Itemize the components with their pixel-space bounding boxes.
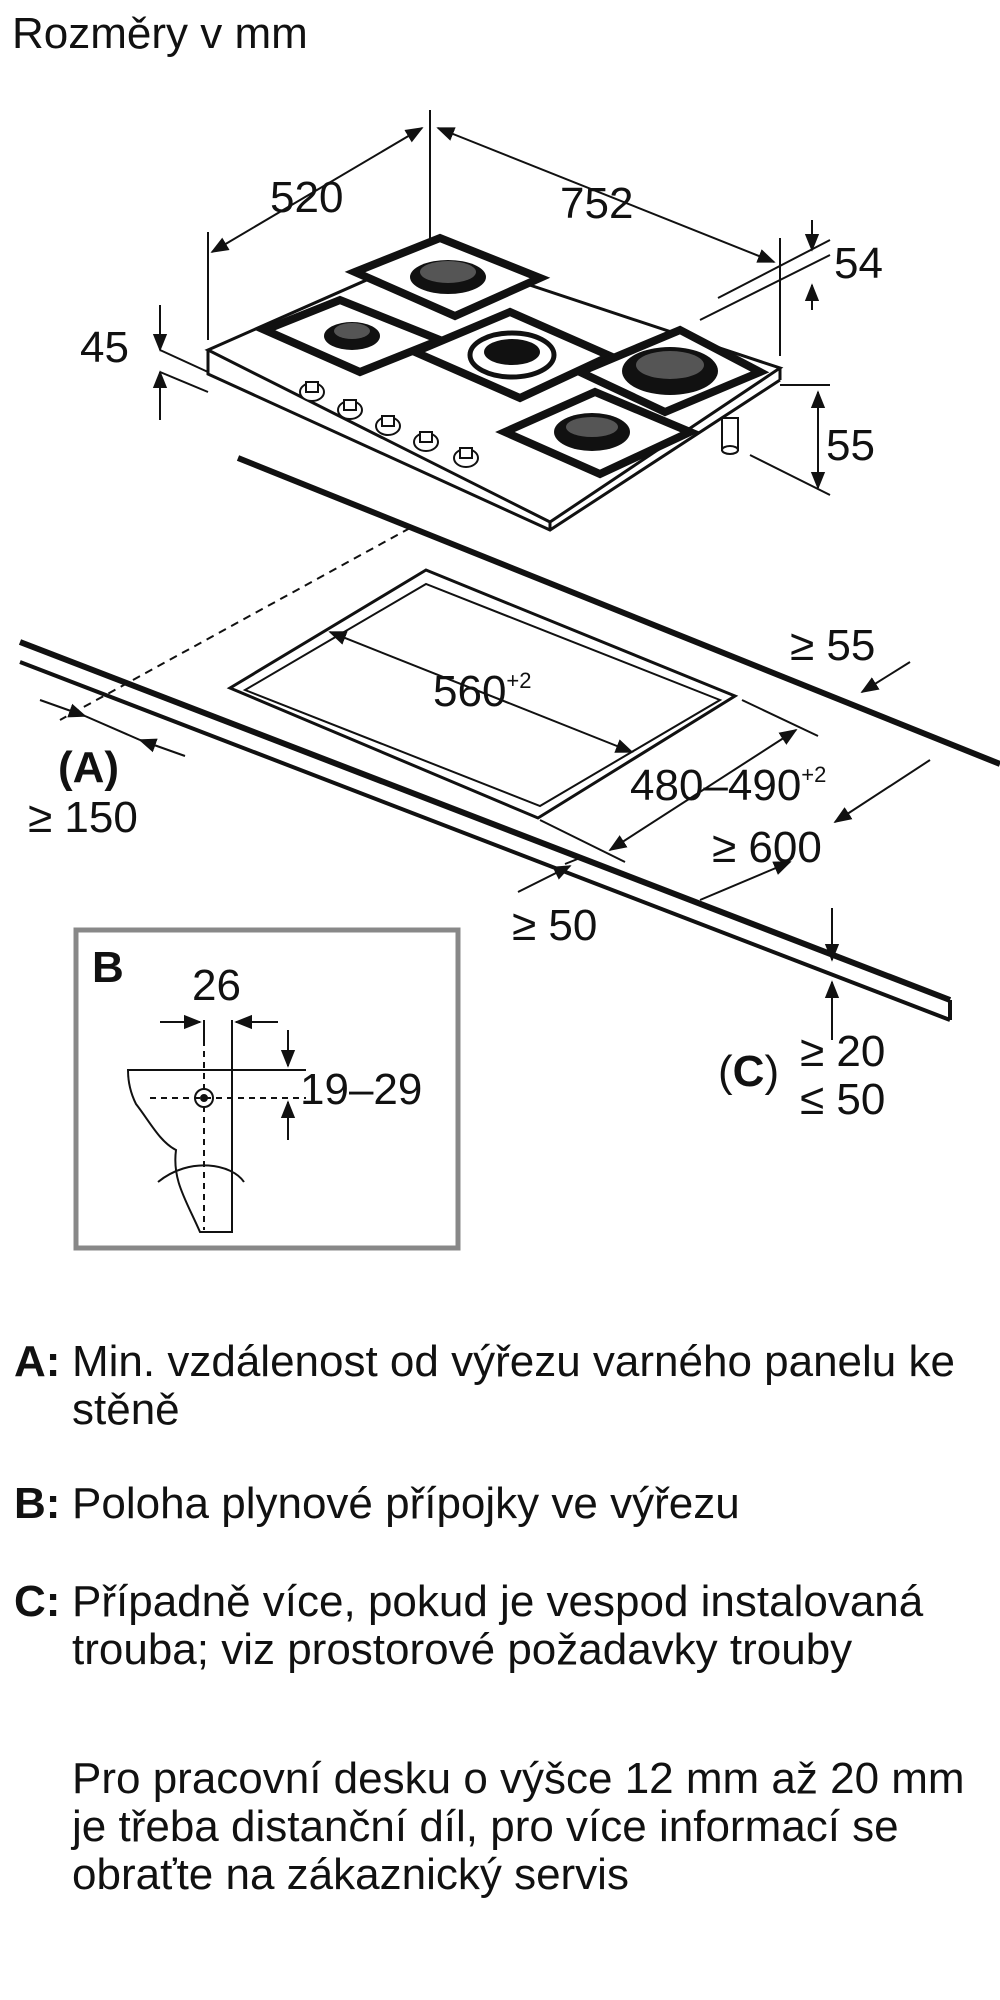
legend-item-b: B: Poloha plynové přípojky ve výřezu [14, 1480, 984, 1528]
dim-worktop-max: ≤ 50 [800, 1075, 885, 1124]
legend-text: Poloha plynové přípojky ve výřezu [72, 1479, 740, 1528]
label-a: (A) [58, 743, 119, 792]
worktop-dimension-lines [39, 631, 931, 1040]
legend-text: Případně více, pokud je vespod instalova… [72, 1577, 924, 1674]
cutout [226, 568, 739, 820]
knob-icon [375, 415, 401, 436]
center-lines [150, 1040, 306, 1230]
worktop [18, 455, 1000, 1022]
knob-icon [413, 431, 439, 452]
legend-text: Min. vzdálenost od výřezu varného panelu… [72, 1337, 955, 1434]
hob-dimension-lines [152, 110, 831, 496]
dim-width: 752 [560, 179, 633, 228]
dim-min-wall: ≥ 150 [28, 793, 138, 842]
knob-icon [299, 381, 325, 402]
burner-rear-right [570, 325, 770, 417]
burner-grates [254, 233, 770, 479]
knob-icon [337, 399, 363, 420]
legend-key: A: [14, 1337, 61, 1386]
dim-worktop-min: ≥ 20 [800, 1027, 885, 1076]
detail-dimension-lines [160, 1014, 306, 1140]
dim-cutout-depth: 480–490+2 [630, 761, 826, 810]
dim-min-front: ≥ 50 [512, 901, 597, 950]
legend-key: C: [14, 1577, 61, 1626]
installation-diagram: Rozměry v mm [12, 9, 1000, 1251]
dim-worktop-depth: ≥ 600 [712, 823, 822, 872]
page-title: Rozměry v mm [12, 9, 308, 58]
control-knobs [299, 381, 479, 468]
label-b: B [92, 943, 124, 992]
label-c: (C) [718, 1047, 779, 1096]
dim-height-connector: 55 [826, 421, 875, 470]
legend-item-a: A: Min. vzdálenost od výřezu varného pan… [14, 1338, 984, 1434]
detail-dim-x: 26 [192, 961, 241, 1010]
dim-min-back: ≥ 55 [790, 621, 875, 670]
note-text: Pro pracovní desku o výšce 12 mm až 20 m… [72, 1754, 965, 1899]
dim-thickness: 45 [80, 323, 129, 372]
burner-front-right [495, 387, 700, 479]
knob-icon [453, 447, 479, 468]
detail-dim-y: 19–29 [300, 1065, 422, 1114]
dim-cutout-width: 560+2 [433, 667, 532, 716]
legend-key: B: [14, 1479, 61, 1528]
detail-b: B 26 19–29 [73, 927, 461, 1251]
dim-height-top: 54 [834, 239, 883, 288]
legend-item-c: C: Případně více, pokud je vespod instal… [14, 1578, 984, 1674]
dim-depth: 520 [270, 173, 343, 222]
